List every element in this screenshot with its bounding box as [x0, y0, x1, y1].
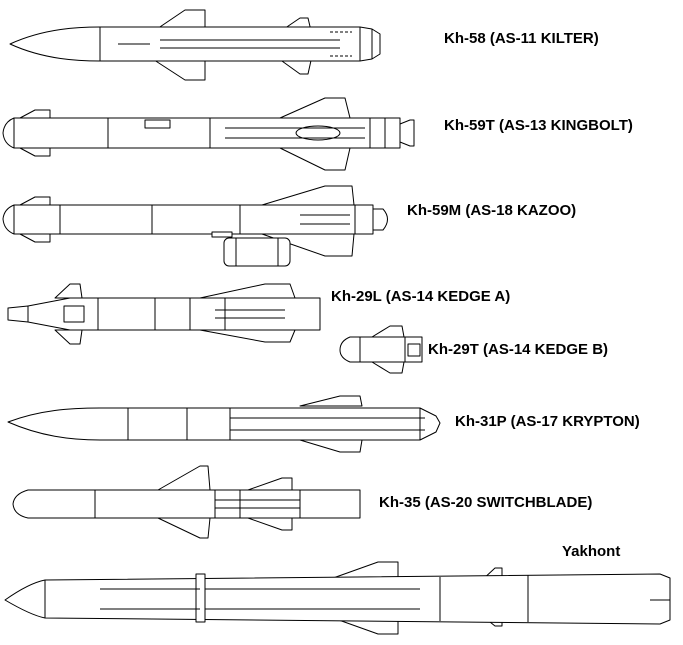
kh35-drawing — [12, 465, 361, 539]
kh59t-drawing — [2, 97, 415, 171]
label-kh29l: Kh-29L (AS-14 KEDGE A) — [331, 288, 511, 305]
yakhont-drawing — [4, 561, 671, 635]
label-kh35: Kh-35 (AS-20 SWITCHBLADE) — [379, 494, 593, 511]
kh29l-drawing — [7, 283, 321, 345]
label-kh58: Kh-58 (AS-11 KILTER) — [444, 30, 599, 47]
kh31p-drawing — [7, 395, 441, 453]
label-kh59m: Kh-59M (AS-18 KAZOO) — [407, 202, 577, 219]
label-kh31p: Kh-31P (AS-17 KRYPTON) — [455, 413, 640, 430]
kh29t-drawing — [339, 325, 423, 374]
kh59m-drawing — [2, 185, 388, 267]
kh58-drawing — [9, 9, 381, 81]
label-kh29t: Kh-29T (AS-14 KEDGE B) — [428, 341, 609, 358]
label-kh59t: Kh-59T (AS-13 KINGBOLT) — [444, 117, 633, 134]
label-yakhont: Yakhont — [562, 543, 621, 560]
